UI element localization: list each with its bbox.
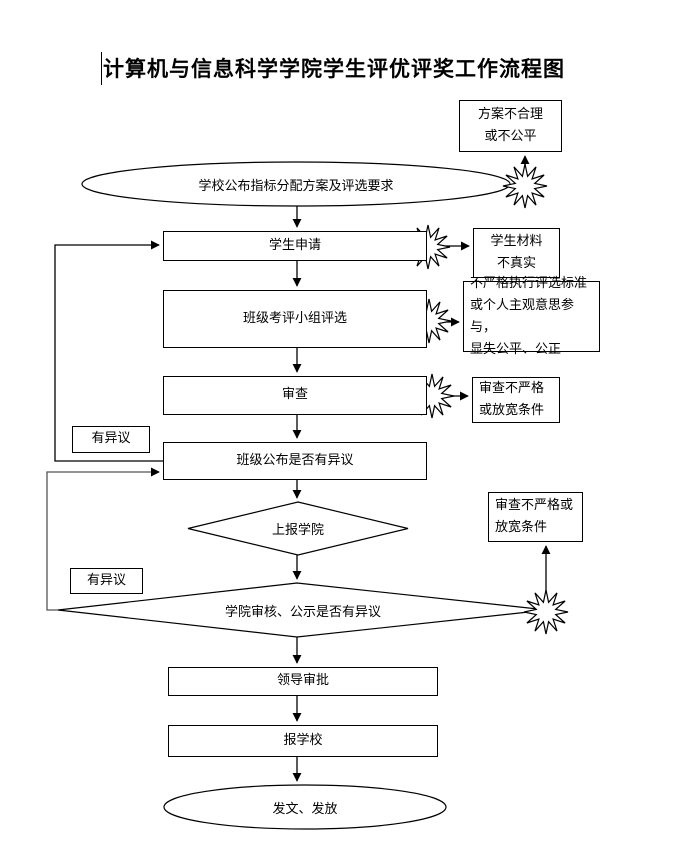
objection-label-box-1: 有异议 bbox=[72, 426, 150, 453]
plan-unreasonable-line1: 方案不合理 bbox=[477, 107, 543, 122]
class-group-select-label: 班级考评小组评选 bbox=[242, 310, 347, 326]
end-ellipse-shape bbox=[163, 784, 447, 830]
review-label: 审查 bbox=[281, 387, 308, 403]
loop-class-publish-to-student-apply bbox=[54, 240, 163, 462]
review-not-strict-note-2: 审查不严格或 放宽条件 bbox=[488, 492, 583, 542]
objection-label-1: 有异议 bbox=[91, 431, 131, 447]
student-material-untrue-note: 学生材料 不真实 bbox=[473, 228, 560, 278]
review-lax2-line1: 审查不严格或 bbox=[495, 498, 574, 513]
page-title: 计算机与信息科学学院学生评优评奖工作流程图 bbox=[103, 56, 565, 81]
class-publish-objection-box: 班级公布是否有异议 bbox=[163, 442, 427, 480]
objection-label-2: 有异议 bbox=[86, 572, 126, 588]
not-strict-line1: 不严格执行评选标准 bbox=[470, 275, 588, 291]
student-apply-box: 学生申请 bbox=[163, 231, 427, 261]
start-ellipse-shape bbox=[81, 161, 511, 207]
burst-start-icon bbox=[502, 163, 548, 209]
report-to-college-diamond-shape bbox=[187, 501, 409, 556]
student-apply-label: 学生申请 bbox=[268, 237, 321, 253]
class-publish-objection-label: 班级公布是否有异议 bbox=[236, 452, 354, 468]
report-to-school-box: 报学校 bbox=[168, 725, 438, 757]
objection-label-box-2: 有异议 bbox=[70, 568, 143, 594]
plan-unreasonable-line2: 或不公平 bbox=[484, 129, 537, 144]
review-not-strict-note-1: 审查不严格 或放宽条件 bbox=[472, 377, 560, 423]
review-lax2-line2: 放宽条件 bbox=[495, 520, 548, 535]
not-strict-line2: 或个人主观意思参与， bbox=[470, 297, 575, 335]
leader-approval-label: 领导审批 bbox=[276, 673, 329, 689]
loop-college-review-to-class-publish bbox=[46, 467, 160, 611]
leader-approval-box: 领导审批 bbox=[168, 667, 438, 696]
review-box: 审查 bbox=[163, 376, 427, 415]
material-untrue-line2: 不真实 bbox=[496, 256, 536, 271]
text-cursor bbox=[101, 52, 102, 85]
burst-college-review-icon bbox=[523, 589, 569, 635]
college-review-diamond-shape bbox=[57, 582, 548, 638]
class-group-select-box: 班级考评小组评选 bbox=[163, 290, 427, 348]
report-to-school-label: 报学校 bbox=[283, 732, 323, 748]
review-lax1-line1: 审查不严格 bbox=[479, 381, 545, 396]
review-lax1-line2: 或放宽条件 bbox=[479, 403, 545, 418]
material-untrue-line1: 学生材料 bbox=[490, 234, 543, 249]
plan-unreasonable-note: 方案不合理 或不公平 bbox=[459, 100, 562, 152]
not-strict-standard-note: 不严格执行评选标准 或个人主观意思参与， 显失公平、公正 bbox=[463, 276, 600, 357]
not-strict-line3: 显失公平、公正 bbox=[470, 341, 562, 357]
